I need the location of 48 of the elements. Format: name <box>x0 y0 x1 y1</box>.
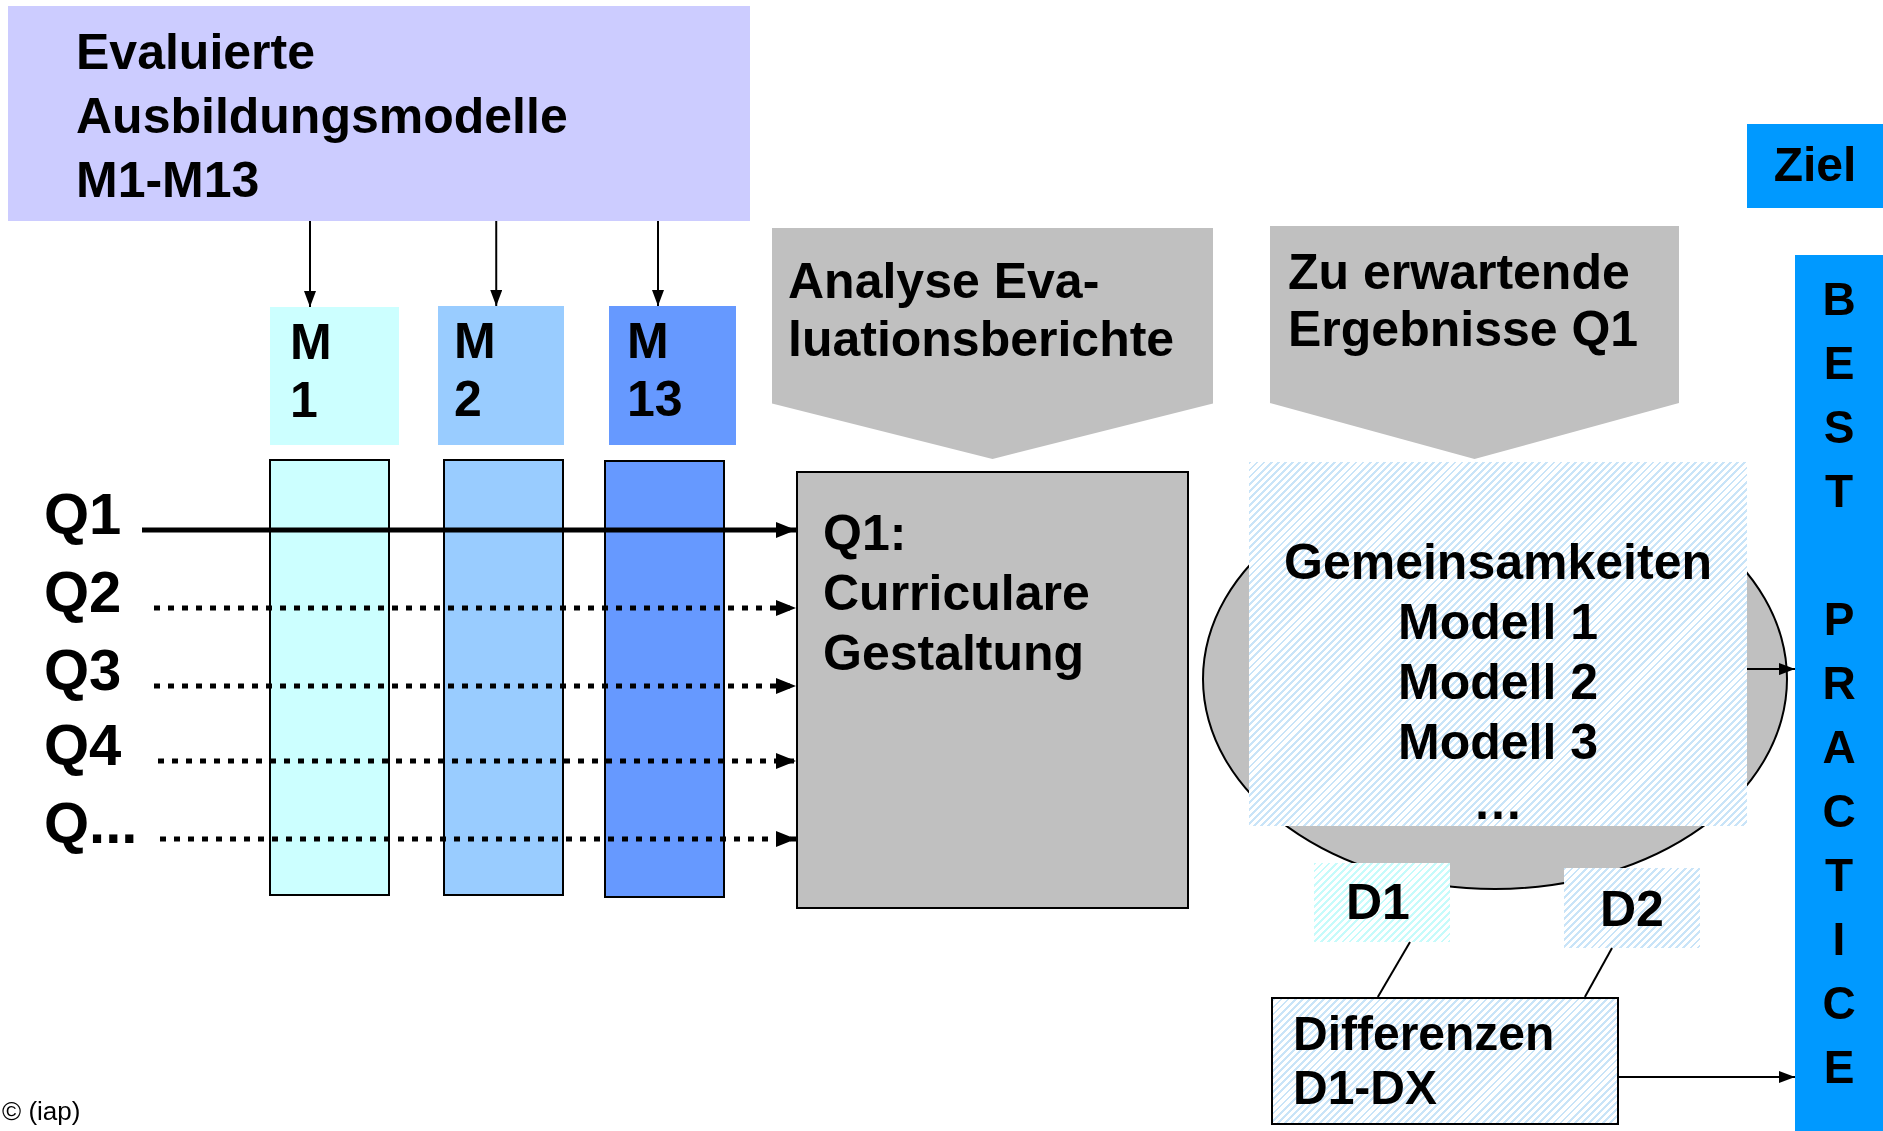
model-header-box <box>438 306 564 445</box>
connector-line <box>1376 941 1411 998</box>
arrow <box>154 600 796 616</box>
topic-text: Q1: Curriculare Gestaltung <box>823 504 1091 683</box>
model-header-box <box>270 307 399 445</box>
summary-text: Differenzen D1-DX <box>1293 1007 1556 1115</box>
difference-label: D1 <box>1346 873 1411 931</box>
model-label: M 1 <box>290 313 333 429</box>
arrow <box>490 220 503 307</box>
goal-label: Ziel <box>1773 137 1857 193</box>
connector-line <box>1583 947 1613 998</box>
best-practice-bar <box>1795 255 1883 1131</box>
difference-summary-box <box>1271 997 1619 1125</box>
arrow <box>154 678 796 694</box>
arrow <box>1618 1071 1796 1083</box>
question-label: Q2 <box>44 560 154 624</box>
copyright-note: © (iap) <box>2 1096 81 1127</box>
pentagon-callout <box>1270 226 1679 459</box>
panel-heading: Evaluierte Ausbildungsmodelle M1-M13 <box>76 23 569 210</box>
difference-box <box>1314 863 1450 942</box>
arrow <box>1746 663 1796 676</box>
arrow <box>160 831 796 847</box>
findings-box <box>1249 462 1747 826</box>
arrow <box>158 753 796 769</box>
findings-line: Modell 3 <box>1398 713 1598 772</box>
findings-line: Modell 2 <box>1398 653 1598 712</box>
model-label: M 2 <box>454 312 497 428</box>
topic-box <box>796 471 1189 909</box>
question-label: Q4 <box>44 713 158 777</box>
callout-heading: Zu erwartende Ergebnisse Q1 <box>1288 244 1640 358</box>
model-header-box <box>609 306 736 445</box>
difference-box <box>1564 868 1700 948</box>
findings-line: … <box>1473 773 1523 832</box>
arrow <box>142 522 796 538</box>
vertical-text: BEST PRACTICE <box>1821 272 1857 1095</box>
model-label: M 13 <box>627 312 684 428</box>
goal-box <box>1747 124 1883 208</box>
findings-line: Gemeinsamkeiten <box>1284 533 1712 592</box>
question-label: Q... <box>44 791 160 855</box>
header-panel <box>8 6 750 221</box>
findings-line: Modell 1 <box>1398 593 1598 652</box>
question-label: Q3 <box>44 638 154 702</box>
question-label: Q1 <box>44 482 142 546</box>
pentagon-callout <box>772 228 1213 459</box>
arrow <box>652 220 664 307</box>
arrow <box>304 220 316 308</box>
callout-heading: Analyse Eva- luationsberichte <box>788 252 1176 368</box>
difference-label: D2 <box>1600 880 1665 938</box>
